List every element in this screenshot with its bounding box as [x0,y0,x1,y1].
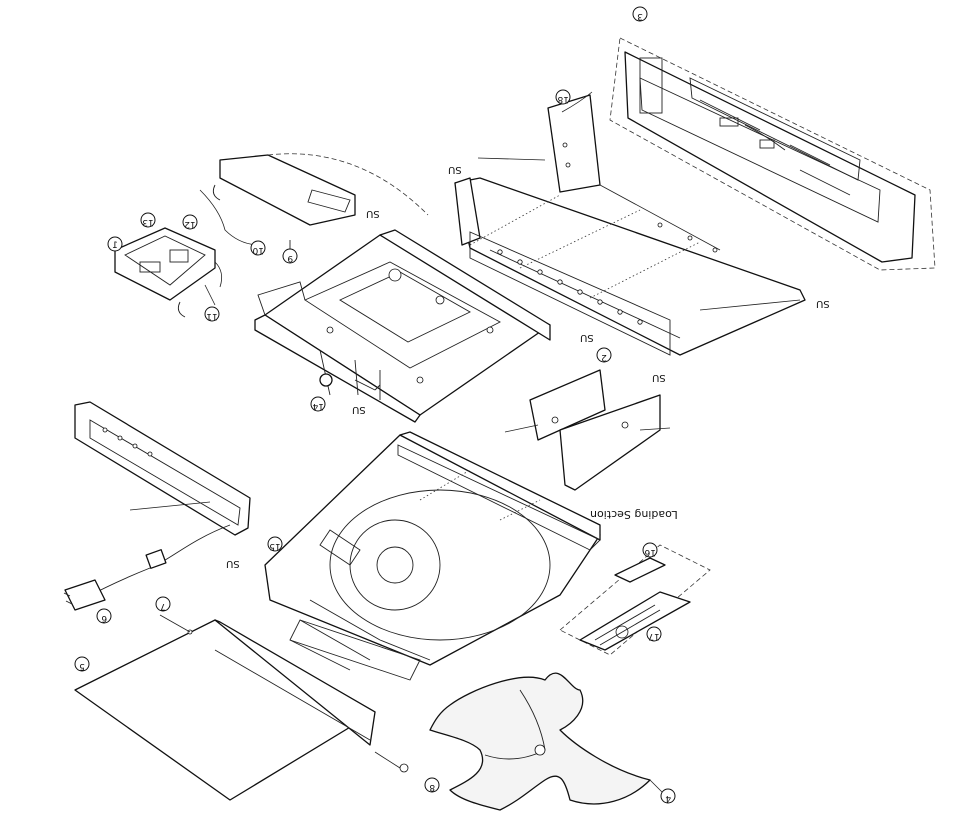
su-tag: SU [816,298,830,309]
bottom-cover [74,614,409,801]
su-tag: SU [352,404,366,415]
callout-2: 2 [596,347,612,363]
su-tag: SU [580,332,594,343]
small-bracket [504,369,671,491]
svg-text:10: 10 [252,245,264,255]
callout-17: 17 [646,626,662,642]
callout-14: 14 [310,396,326,412]
sub-panel [559,544,711,656]
rear-panel [454,91,806,356]
svg-text:17: 17 [648,631,659,641]
svg-text:9: 9 [287,253,293,263]
svg-text:14: 14 [312,401,324,411]
top-bracket [219,153,429,226]
svg-text:13: 13 [142,217,153,227]
callout-5: 5 [74,656,90,672]
callout-1: 1 [107,236,123,252]
svg-text:4: 4 [665,793,671,803]
callout-10: 10 [250,240,266,256]
su-tag: SU [652,372,666,383]
svg-text:11: 11 [206,311,217,321]
svg-text:2: 2 [601,352,607,362]
svg-text:5: 5 [79,661,85,671]
svg-text:3: 3 [637,11,643,21]
loading-mechanism [264,431,601,681]
callout-9: 9 [282,248,298,264]
insulator-sheet [429,672,666,811]
callout-7: 7 [155,596,171,612]
callout-4: 4 [660,788,676,804]
main-pcb [114,189,261,306]
callout-15: 15 [267,536,283,552]
callouts: 1 2 3 4 5 6 7 8 9 10 11 12 13 14 15 16 1… [74,6,676,804]
su-tag: SU [448,164,462,175]
front-panel [609,37,936,271]
callout-11: 11 [204,306,220,322]
svg-text:15: 15 [269,541,280,551]
callout-8: 8 [424,777,440,793]
svg-text:16: 16 [644,547,656,557]
screw-tags: SU SU SU SU SU SU SU [226,164,830,569]
svg-text:6: 6 [101,613,107,623]
main-chassis [254,229,551,423]
callout-16: 16 [642,542,658,558]
side-bracket [74,401,251,536]
svg-text:7: 7 [160,601,166,611]
svg-text:1: 1 [112,241,118,251]
callout-12: 12 [182,214,198,230]
svg-text:8: 8 [429,782,435,792]
callout-3: 3 [632,6,648,22]
su-tag: SU [366,208,380,219]
power-cord [63,524,231,611]
callout-13: 13 [140,212,156,228]
svg-text:18: 18 [557,94,569,104]
su-tag: SU [226,558,240,569]
callout-6: 6 [96,608,112,624]
loading-section-label: Loading Section [590,508,678,521]
callout-18: 18 [555,89,571,105]
svg-text:12: 12 [184,219,195,229]
